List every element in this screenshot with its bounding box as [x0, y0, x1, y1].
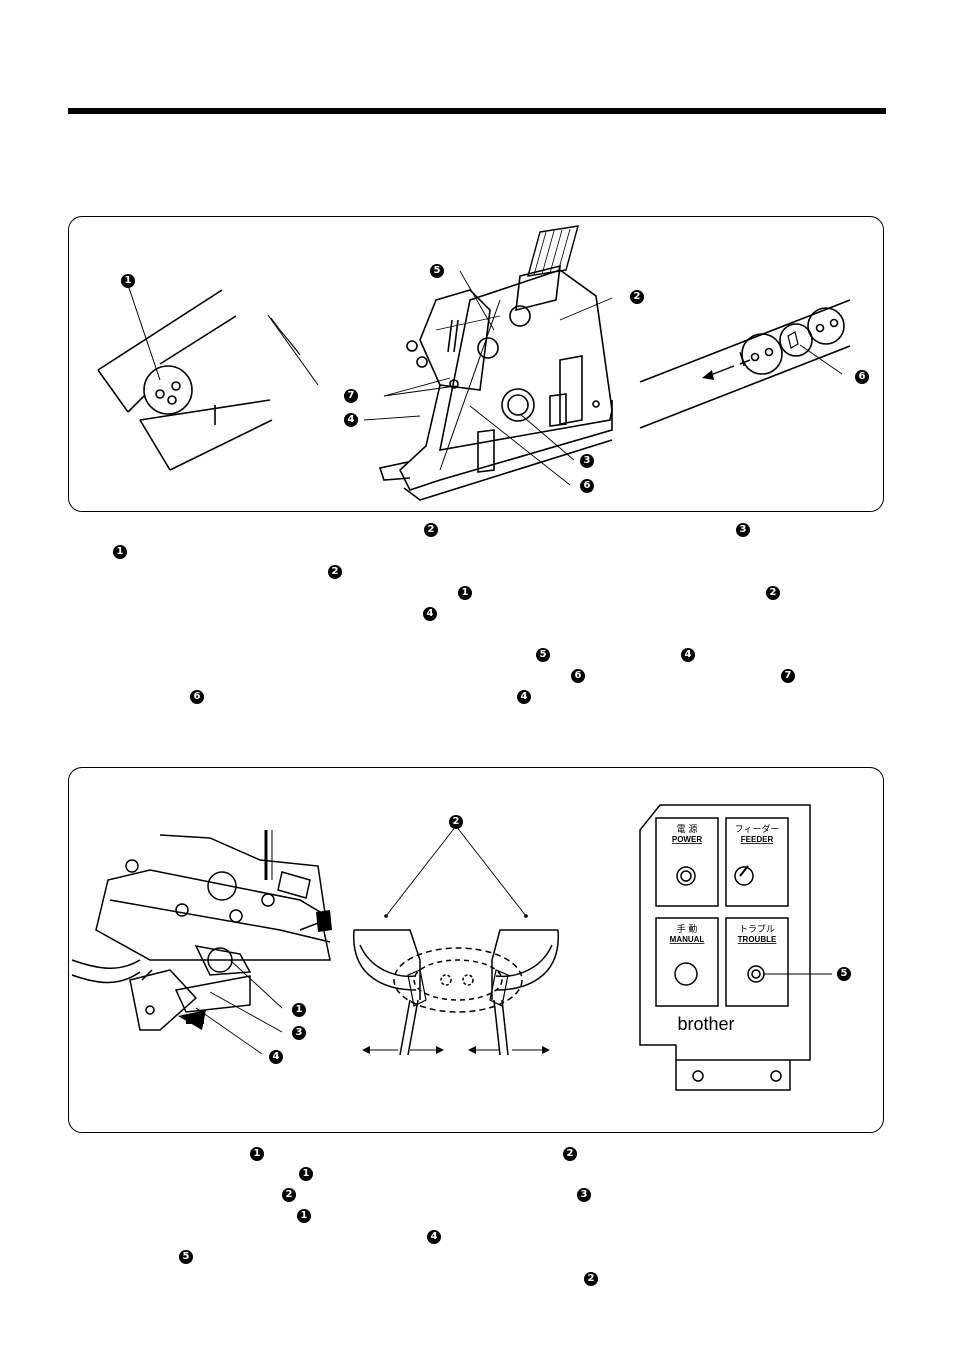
callout-3: 3 [292, 1026, 306, 1040]
callout-6: 6 [580, 479, 594, 493]
text-marker: 6 [190, 690, 204, 704]
text-marker: 1 [113, 545, 127, 559]
header-rule [68, 108, 886, 114]
text-marker: 2 [282, 1188, 296, 1202]
text-marker: 2 [584, 1272, 598, 1286]
text-marker: 4 [517, 690, 531, 704]
callout-4: 4 [269, 1050, 283, 1064]
callout-1: 1 [121, 274, 135, 288]
callout-2: 2 [449, 815, 463, 829]
text-marker: 7 [781, 669, 795, 683]
text-marker: 1 [250, 1147, 264, 1161]
text-marker: 3 [736, 523, 750, 537]
text-marker: 3 [577, 1188, 591, 1202]
text-marker: 1 [299, 1167, 313, 1181]
text-marker: 2 [424, 523, 438, 537]
text-marker: 5 [536, 648, 550, 662]
text-marker: 4 [681, 648, 695, 662]
text-marker: 2 [328, 565, 342, 579]
callout-5: 5 [837, 967, 851, 981]
callout-6-detail: 6 [855, 370, 869, 384]
text-marker: 4 [423, 607, 437, 621]
text-marker: 2 [563, 1147, 577, 1161]
text-marker: 2 [766, 586, 780, 600]
callout-2: 2 [630, 290, 644, 304]
figure-1-frame [68, 216, 884, 512]
text-marker: 1 [458, 586, 472, 600]
text-marker: 5 [179, 1250, 193, 1264]
text-marker: 4 [427, 1230, 441, 1244]
callout-7: 7 [344, 389, 358, 403]
callout-1: 1 [292, 1003, 306, 1017]
callout-5: 5 [430, 264, 444, 278]
callout-4: 4 [344, 413, 358, 427]
callout-3: 3 [580, 454, 594, 468]
figure-2-frame [68, 767, 884, 1133]
text-marker: 6 [571, 669, 585, 683]
text-marker: 1 [297, 1209, 311, 1223]
